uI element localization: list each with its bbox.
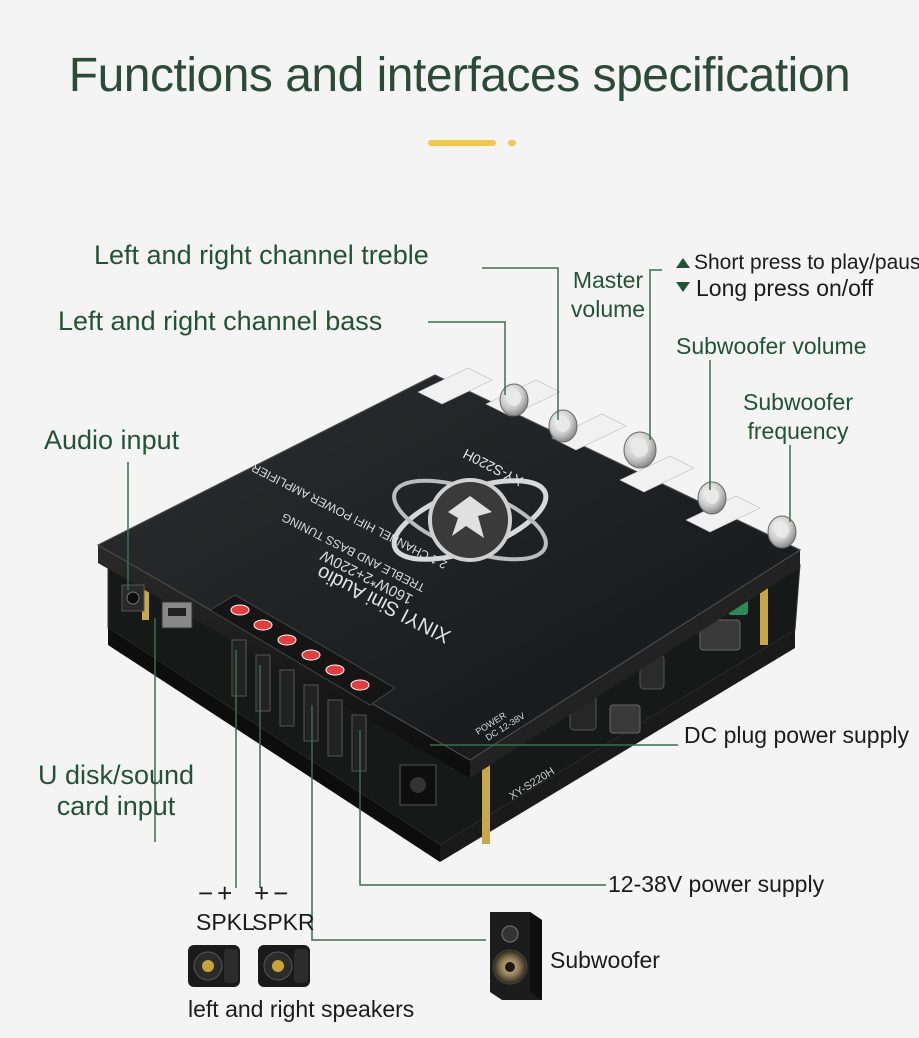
inductor-b <box>609 704 641 734</box>
left-speaker-icon <box>188 945 240 987</box>
brand-logo <box>391 478 549 562</box>
label-short-press: Short press to play/pause <box>694 251 919 274</box>
lower-board-edge-right <box>440 630 795 862</box>
standoff-right <box>760 565 768 645</box>
audio-jack <box>126 591 140 605</box>
down-arrow-icon <box>676 282 690 292</box>
knob-bass <box>548 409 578 443</box>
spkr-label: SPKR <box>252 909 315 935</box>
label-treble: Left and right channel treble <box>94 240 429 270</box>
standoff-mid <box>482 760 490 844</box>
accent-bar-dot <box>508 140 516 146</box>
knob-treble <box>499 383 529 417</box>
label-long-press: Long press on/off <box>696 275 874 301</box>
label-bass: Left and right channel bass <box>58 306 383 336</box>
page-title: Functions and interfaces specification <box>68 49 851 102</box>
accent-bar-long <box>428 140 496 146</box>
usb-port-inner <box>168 608 186 616</box>
label-udisk-line2: card input <box>56 791 176 821</box>
knob-subwoofer-volume <box>697 481 727 515</box>
lower-board-edge <box>108 628 440 862</box>
up-arrow-icon <box>676 258 690 268</box>
label-left-right-speakers: left and right speakers <box>188 996 415 1022</box>
label-power-supply: 12-38V power supply <box>608 871 825 897</box>
label-master-line2: volume <box>570 296 646 322</box>
label-subwoofer-freq-line2: frequency <box>747 418 849 444</box>
terminal-block <box>209 594 396 772</box>
knob-subwoofer-frequency <box>767 515 797 549</box>
spkr-polarity: +− <box>254 878 293 908</box>
label-subwoofer: Subwoofer <box>550 947 660 973</box>
top-board-side-right <box>470 550 800 778</box>
label-subwoofer-freq-line1: Subwoofer <box>743 389 853 415</box>
label-audio-input: Audio input <box>44 425 180 455</box>
dc-jack-hole <box>410 777 426 793</box>
subwoofer-icon <box>490 912 542 1000</box>
callout-lines <box>127 267 791 941</box>
knob-master-volume <box>623 431 657 469</box>
spkl-label: SPKL <box>196 909 255 935</box>
label-dc-plug: DC plug power supply <box>684 722 910 748</box>
spkl-polarity: −+ <box>198 878 237 908</box>
right-speaker-icon <box>258 945 310 987</box>
usb-port <box>161 601 193 629</box>
label-udisk-line1: U disk/sound <box>37 760 195 790</box>
inductor <box>699 619 741 651</box>
label-subwoofer-volume: Subwoofer volume <box>676 333 867 359</box>
label-master-line1: Master <box>572 267 644 293</box>
